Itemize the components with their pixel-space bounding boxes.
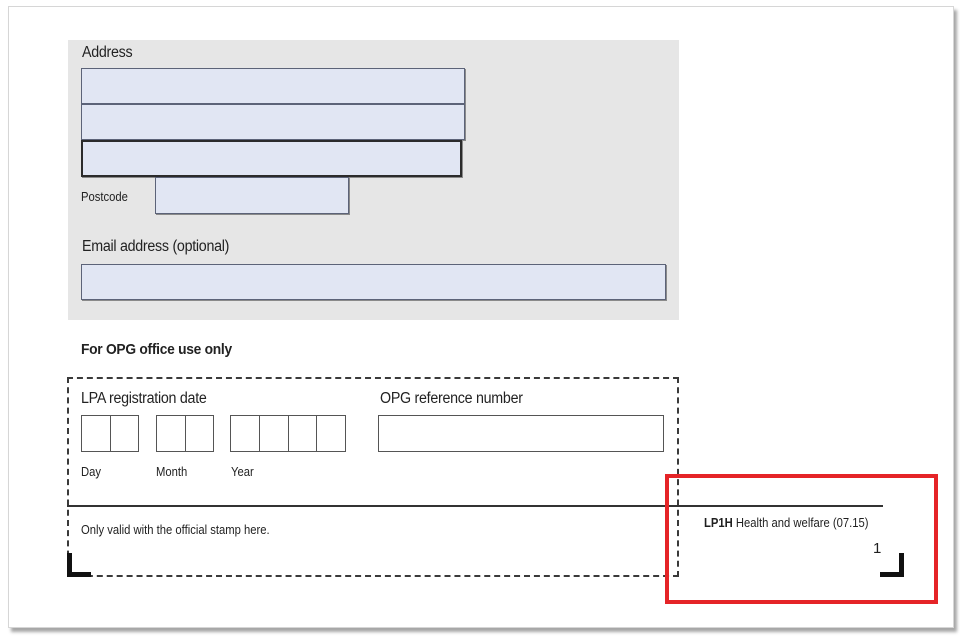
year-digit-4[interactable] — [317, 416, 345, 451]
email-input[interactable] — [81, 264, 666, 300]
postcode-label: Postcode — [81, 190, 128, 204]
address-line-3-input[interactable] — [81, 140, 462, 177]
crop-mark-bottom-left-icon — [67, 553, 91, 577]
footer-divider — [67, 505, 883, 507]
month-label: Month — [156, 465, 188, 479]
year-digit-2[interactable] — [260, 416, 289, 451]
opg-reference-input[interactable] — [378, 415, 664, 452]
month-input[interactable] — [156, 415, 214, 452]
crop-mark-bottom-right-icon — [880, 553, 904, 577]
year-digit-3[interactable] — [289, 416, 318, 451]
postcode-input[interactable] — [155, 177, 349, 214]
address-line-1-input[interactable] — [81, 68, 465, 104]
page-number: 1 — [873, 540, 882, 557]
month-digit-2[interactable] — [186, 416, 214, 451]
stamp-note: Only valid with the official stamp here. — [81, 523, 270, 537]
year-input[interactable] — [230, 415, 346, 452]
year-label: Year — [231, 465, 254, 479]
day-input[interactable] — [81, 415, 139, 452]
form-footer-title: LP1H Health and welfare (07.15) — [704, 516, 868, 530]
day-digit-1[interactable] — [82, 416, 111, 451]
form-code: LP1H — [704, 516, 733, 530]
address-line-2-input[interactable] — [81, 104, 465, 140]
form-title: Health and welfare (07.15) — [735, 516, 869, 530]
address-label: Address — [82, 44, 133, 61]
month-digit-1[interactable] — [157, 416, 186, 451]
day-label: Day — [81, 465, 102, 479]
year-digit-1[interactable] — [231, 416, 260, 451]
day-digit-2[interactable] — [111, 416, 139, 451]
lpa-registration-date-label: LPA registration date — [81, 390, 207, 407]
email-label: Email address (optional) — [82, 238, 230, 255]
office-use-heading: For OPG office use only — [81, 341, 232, 358]
opg-reference-label: OPG reference number — [380, 390, 523, 407]
annotation-highlight-box — [665, 474, 938, 604]
